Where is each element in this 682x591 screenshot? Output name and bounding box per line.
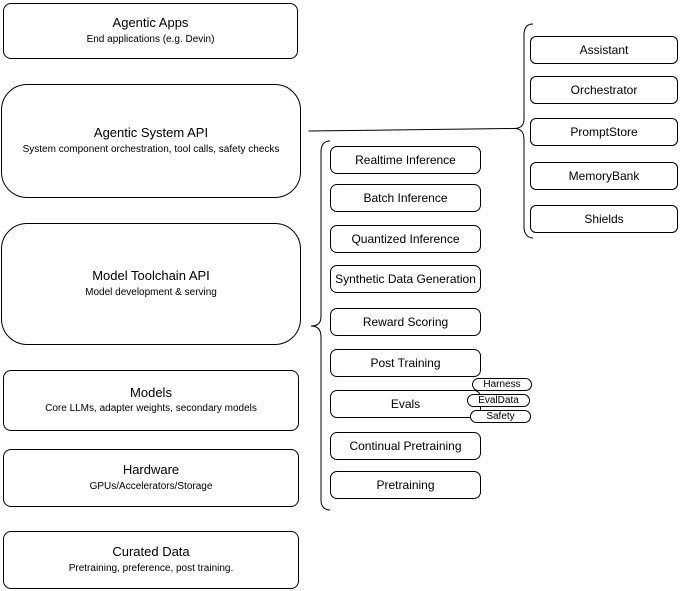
tag-label: Harness bbox=[483, 379, 521, 390]
node-label: Shields bbox=[584, 212, 624, 226]
node-title: Agentic Apps bbox=[112, 15, 189, 31]
node-title: Curated Data bbox=[112, 544, 190, 560]
node-agentic-system-api: Agentic System API System component orch… bbox=[1, 84, 301, 198]
node-label: Batch Inference bbox=[363, 191, 448, 205]
node-models: Models Core LLMs, adapter weights, secon… bbox=[3, 370, 299, 431]
node-quantized-inference: Quantized Inference bbox=[330, 225, 481, 253]
node-subtitle: System component orchestration, tool cal… bbox=[22, 143, 280, 155]
node-subtitle: Pretraining, preference, post training. bbox=[68, 562, 234, 574]
node-promptstore: PromptStore bbox=[530, 118, 678, 146]
tag-label: EvalData bbox=[478, 395, 519, 406]
node-reward-scoring: Reward Scoring bbox=[330, 308, 481, 336]
node-subtitle: Model development & serving bbox=[85, 286, 217, 298]
node-label: MemoryBank bbox=[568, 169, 640, 183]
node-agentic-apps: Agentic Apps End applications (e.g. Devi… bbox=[3, 3, 298, 59]
toolchain-group-brace bbox=[310, 140, 331, 511]
tag-safety: Safety bbox=[470, 410, 531, 423]
node-label: Assistant bbox=[579, 43, 629, 57]
node-realtime-inference: Realtime Inference bbox=[330, 146, 481, 174]
node-batch-inference: Batch Inference bbox=[330, 184, 481, 212]
node-label: Quantized Inference bbox=[351, 232, 460, 246]
node-assistant: Assistant bbox=[530, 36, 678, 64]
node-subtitle: End applications (e.g. Devin) bbox=[86, 33, 215, 45]
node-label: Orchestrator bbox=[570, 83, 638, 97]
node-memorybank: MemoryBank bbox=[530, 162, 678, 190]
node-label: Evals bbox=[390, 397, 421, 411]
node-orchestrator: Orchestrator bbox=[530, 76, 678, 104]
node-curated-data: Curated Data Pretraining, preference, po… bbox=[3, 531, 299, 589]
node-label: Realtime Inference bbox=[355, 153, 456, 167]
node-label: Continual Pretraining bbox=[349, 439, 462, 453]
node-label: Synthetic Data Generation bbox=[335, 272, 476, 286]
node-pretraining: Pretraining bbox=[330, 471, 481, 499]
node-title: Models bbox=[130, 384, 172, 400]
node-title: Model Toolchain API bbox=[92, 268, 210, 284]
tag-label: Safety bbox=[486, 411, 515, 422]
node-subtitle: GPUs/Accelerators/Storage bbox=[89, 480, 213, 492]
system-api-to-components-connector bbox=[308, 128, 515, 132]
node-evals: Evals bbox=[330, 390, 481, 418]
node-model-toolchain-api: Model Toolchain API Model development & … bbox=[1, 223, 301, 345]
node-post-training: Post Training bbox=[330, 349, 481, 377]
tag-harness: Harness bbox=[472, 378, 532, 391]
node-synthetic-data-generation: Synthetic Data Generation bbox=[330, 265, 481, 293]
node-hardware: Hardware GPUs/Accelerators/Storage bbox=[3, 449, 299, 507]
node-title: Agentic System API bbox=[93, 125, 209, 141]
node-label: Reward Scoring bbox=[362, 315, 449, 329]
node-shields: Shields bbox=[530, 205, 678, 233]
node-label: Pretraining bbox=[376, 478, 435, 492]
node-subtitle: Core LLMs, adapter weights, secondary mo… bbox=[45, 403, 257, 415]
node-label: Post Training bbox=[370, 356, 441, 370]
node-title: Hardware bbox=[122, 462, 180, 478]
node-label: PromptStore bbox=[570, 125, 638, 139]
tag-evaldata: EvalData bbox=[467, 394, 530, 407]
node-continual-pretraining: Continual Pretraining bbox=[330, 432, 481, 460]
